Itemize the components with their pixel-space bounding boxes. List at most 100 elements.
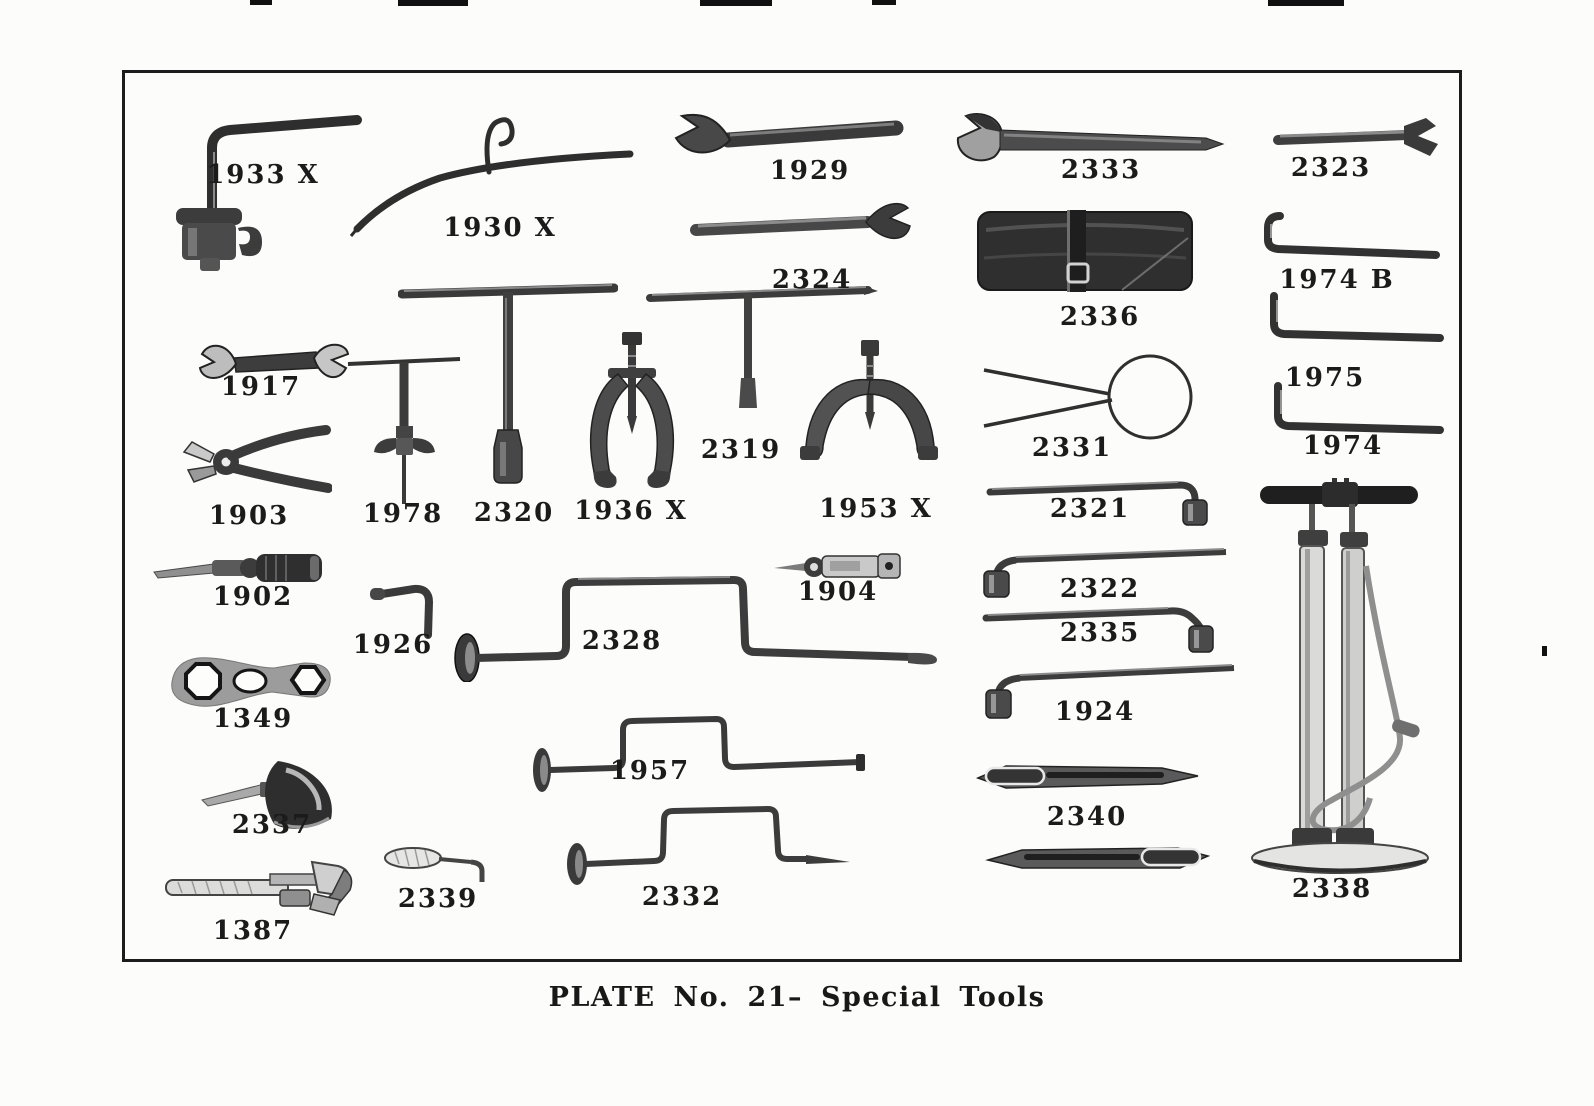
tire-pump-icon <box>1251 478 1429 874</box>
l-handle-rod-icon <box>1270 292 1444 342</box>
t-handle-socket-wrench-icon <box>398 283 618 484</box>
tool-figure-2332 <box>560 798 852 896</box>
tool-label-1978: 1978 <box>362 499 444 529</box>
l-handle-rod-icon <box>1264 212 1440 259</box>
tool-label-2332: 2332 <box>641 882 723 912</box>
tool-figure-2338 <box>1248 476 1433 880</box>
scan-artifact <box>1268 0 1344 6</box>
scan-artifact <box>1542 646 1547 656</box>
tool-label-2320: 2320 <box>473 498 555 528</box>
tool-label-2328: 2328 <box>581 626 663 656</box>
tool-figure-1957 <box>528 712 870 808</box>
socket-rod-wrench-icon <box>986 481 1208 526</box>
open-end-wrench-icon <box>690 202 911 240</box>
screwdriver-icon <box>153 554 322 582</box>
tool-figure-1903 <box>182 418 332 500</box>
t-handle-wing-nut-tool-icon <box>347 357 461 504</box>
tool-figure-1387 <box>162 860 354 924</box>
hook-and-rod-icon <box>349 117 634 237</box>
tool-figure-1929 <box>668 110 908 168</box>
tool-figure-2324 <box>686 198 916 248</box>
tool-label-2324: 2324 <box>771 265 853 295</box>
tool-label-2322: 2322 <box>1059 574 1141 604</box>
socket-rod-wrench-icon <box>982 607 1214 653</box>
tool-figure-2331 <box>982 350 1197 448</box>
tool-figure-2333 <box>946 108 1226 168</box>
tool-label-1904: 1904 <box>797 577 879 607</box>
tool-figure-1902 <box>152 546 332 596</box>
tool-figure-1904 <box>772 546 904 588</box>
tool-label-2319: 2319 <box>700 435 782 465</box>
socket-rod-wrench-icon <box>983 548 1227 598</box>
flat-stamped-wrench-icon <box>171 657 331 707</box>
tool-figure-1926 <box>368 580 446 642</box>
tool-label-1974: 1974 <box>1302 431 1384 461</box>
tool-figure-2322 <box>978 540 1234 598</box>
socket-rod-wrench-icon <box>985 664 1235 719</box>
tool-label-1349: 1349 <box>212 704 294 734</box>
scan-artifact <box>250 0 272 5</box>
gear-puller-icon <box>800 340 938 460</box>
tool-figure-2319 <box>644 280 880 420</box>
tool-figure-1349 <box>166 652 338 712</box>
tool-label-2339: 2339 <box>397 884 479 914</box>
pliers-icon <box>182 425 332 493</box>
tool-label-2333: 2333 <box>1060 155 1142 185</box>
scan-artifact <box>700 0 772 6</box>
tool-figure-2321 <box>982 476 1220 528</box>
tool-figure-2320 <box>398 280 618 492</box>
oil-can-icon <box>201 761 332 829</box>
tool-figure-1930x <box>345 110 635 245</box>
tool-figure-1953x <box>798 338 940 488</box>
crank-handle-icon <box>533 715 865 792</box>
tool-label-1975: 1975 <box>1284 363 1366 393</box>
bent-tube-tool-icon <box>370 584 434 639</box>
open-end-wrench-icon <box>674 113 904 154</box>
tool-figure-1936x <box>578 330 686 498</box>
tool-figure-2339 <box>383 843 489 891</box>
t-handle-wrench-icon <box>646 286 878 408</box>
small-valve-tool-icon <box>774 553 901 579</box>
tool-label-1903: 1903 <box>208 501 290 531</box>
scan-artifact <box>872 0 896 5</box>
tool-figure-1933x <box>150 108 365 273</box>
tool-label-1953x: 1953 X <box>819 494 933 524</box>
tool-label-2337: 2337 <box>231 810 313 840</box>
tool-label-2323: 2323 <box>1290 153 1372 183</box>
thin-open-end-wrench-icon <box>1273 118 1438 156</box>
tool-label-2336: 2336 <box>1059 302 1141 332</box>
tool-label-1387: 1387 <box>212 916 294 946</box>
tool-label-1902: 1902 <box>212 582 294 612</box>
tool-figure-1974b <box>1258 210 1443 262</box>
tool-figure-1978 <box>346 350 464 508</box>
tool-label-1917: 1917 <box>220 372 302 402</box>
tool-figure-2336 <box>974 206 1196 296</box>
wire-loop-tool-icon <box>983 354 1193 440</box>
tool-label-1936x: 1936 X <box>574 496 688 526</box>
scan-artifact <box>398 0 468 6</box>
tool-label-1974b: 1974 B <box>1279 265 1395 295</box>
tire-iron-icon <box>975 765 1199 789</box>
tool-label-2331: 2331 <box>1031 433 1113 463</box>
tool-figure-1975 <box>1260 288 1445 346</box>
tool-label-1924: 1924 <box>1054 697 1136 727</box>
tool-figure-2337 <box>198 756 344 836</box>
tool-label-2338: 2338 <box>1291 874 1373 904</box>
pipe-wrench-icon <box>165 860 353 916</box>
l-handle-rod-icon <box>1274 382 1444 434</box>
tool-figure-2328 <box>450 570 942 682</box>
double-open-end-wrench-icon <box>198 343 350 379</box>
tool-label-2340: 2340 <box>1046 802 1128 832</box>
tool-figure-2340-lower <box>982 840 1214 878</box>
tool-label-1926: 1926 <box>352 630 434 660</box>
tool-figure-1974 <box>1264 378 1446 436</box>
crank-handle-icon <box>567 805 850 885</box>
spark-plug-socket-wrench-icon <box>176 115 362 271</box>
plate-caption: PLATE No. 21– Special Tools <box>548 982 1046 1013</box>
tool-roll-bag-icon <box>977 210 1193 292</box>
tool-figure-1917 <box>196 338 351 386</box>
tool-label-2335: 2335 <box>1059 618 1141 648</box>
tool-label-1930x: 1930 X <box>443 213 557 243</box>
large-open-end-wrench-icon <box>956 113 1225 162</box>
